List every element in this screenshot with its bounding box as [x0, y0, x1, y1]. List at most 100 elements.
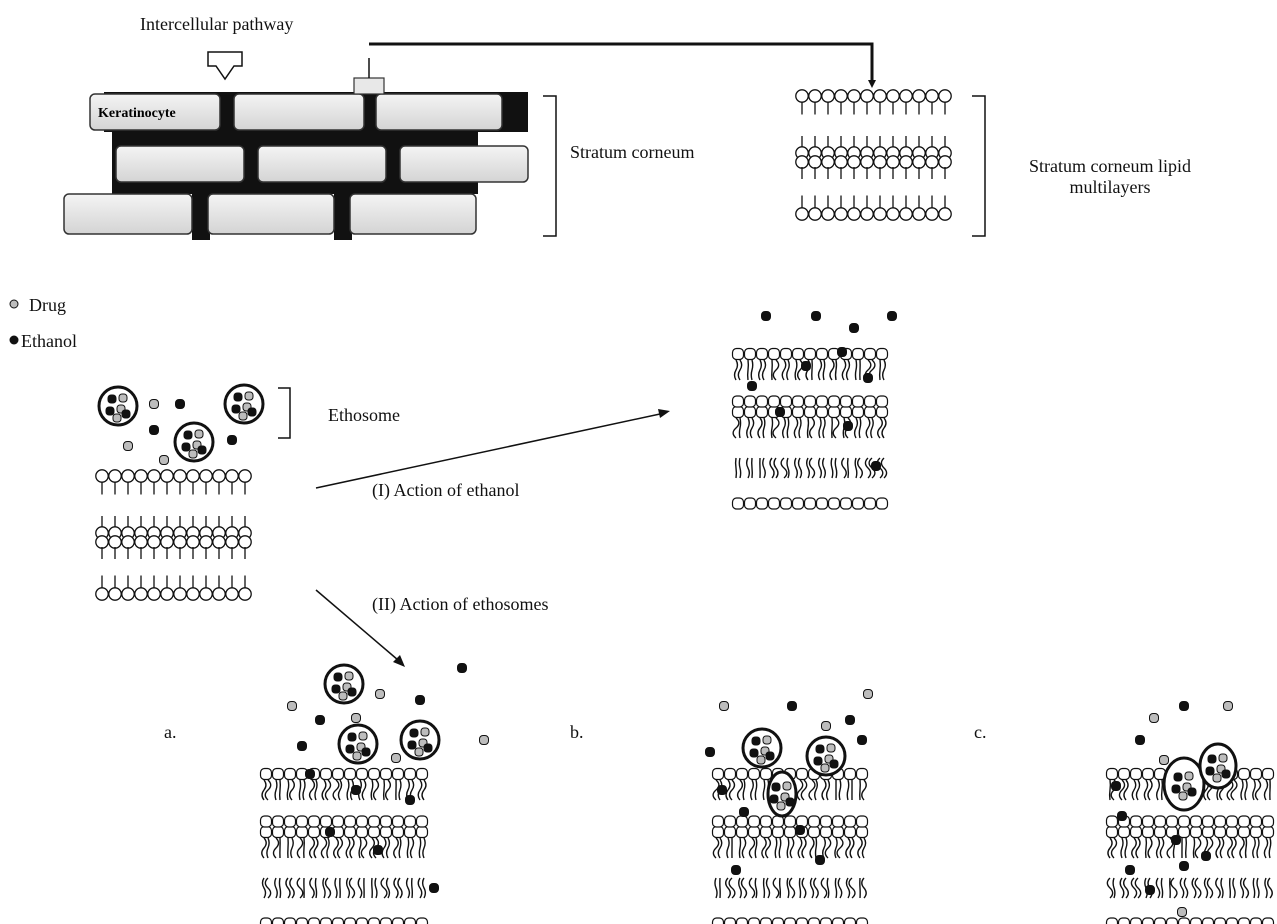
lipid-bilayer	[796, 196, 951, 221]
lipid-bilayer	[96, 470, 251, 495]
drug-particle	[480, 736, 489, 745]
ethosome-vesicle	[1200, 744, 1236, 788]
ethanol-particle	[762, 312, 771, 321]
ethanol-particle	[748, 382, 757, 391]
legend-drug-label: Drug	[29, 295, 66, 316]
drug-particle	[1224, 702, 1233, 711]
keratinocyte-label: Keratinocyte	[98, 106, 176, 121]
ethanol-legend-marker	[10, 336, 19, 345]
ethanol-particle	[732, 866, 741, 875]
ethanol-particle	[788, 702, 797, 711]
ethosome-vesicle	[99, 387, 137, 425]
lipid-multilayers-label: Stratum corneum lipid multilayers	[1010, 156, 1210, 197]
ethanol-particle	[816, 856, 825, 865]
ethanol-particle	[1172, 836, 1181, 845]
intercellular-pathway-arrow	[208, 52, 242, 79]
ethanol-particle	[416, 696, 425, 705]
ethanol-particle	[864, 374, 873, 383]
ethosome-vesicle	[1164, 758, 1204, 810]
panel-c-label: c.	[974, 722, 987, 743]
panel-b-label: b.	[570, 722, 584, 743]
ethosome-label: Ethosome	[328, 405, 400, 426]
lipid-bilayer	[796, 90, 951, 115]
ethanol-particle	[838, 348, 847, 357]
ethosome-vesicle	[339, 725, 377, 763]
ethanol-particle	[812, 312, 821, 321]
ethanol-particle	[1180, 702, 1189, 711]
ethanol-particle	[1126, 866, 1135, 875]
keratinocyte-cell	[234, 94, 364, 130]
ethosome-vesicle	[743, 729, 781, 767]
ethanol-particle	[326, 828, 335, 837]
ethosome-vesicle	[401, 721, 439, 759]
drug-particle	[864, 690, 873, 699]
lipid-multilayers-label-line2: multilayers	[1010, 177, 1210, 198]
ethanol-particle	[352, 786, 361, 795]
ethanol-particle	[796, 826, 805, 835]
ethanol-particle	[176, 400, 185, 409]
action-of-ethosomes-label: (II) Action of ethosomes	[372, 594, 548, 615]
keratinocyte-cell	[376, 94, 502, 130]
ethanol-particle	[1112, 782, 1121, 791]
ethosome-bracket	[278, 388, 290, 438]
ethanol-particle	[1136, 736, 1145, 745]
lipid-bilayer	[96, 516, 251, 559]
drug-particle	[1150, 714, 1159, 723]
drug-particle	[124, 442, 133, 451]
ethanol-particle	[298, 742, 307, 751]
ethanol-particle	[802, 362, 811, 371]
ethanol-particle	[430, 884, 439, 893]
ethanol-particle	[706, 748, 715, 757]
ethanol-particle	[374, 846, 383, 855]
ethanol-particle	[858, 736, 867, 745]
drug-particle	[288, 702, 297, 711]
keratinocyte-cell	[350, 194, 476, 234]
ethosome-vesicle	[175, 423, 213, 461]
ethanol-particle	[1202, 852, 1211, 861]
keratinocyte-cell	[208, 194, 334, 234]
ethanol-particle	[306, 770, 315, 779]
lipid-bilayer	[796, 136, 951, 179]
keratinocyte-cell	[258, 146, 386, 182]
ethanol-particle	[458, 664, 467, 673]
drug-particle	[1178, 908, 1187, 917]
stratum-corneum-wall: Keratinocyte	[64, 58, 528, 242]
disrupted-membranes	[261, 349, 1274, 924]
lipid-multilayers-label-line1: Stratum corneum lipid	[1010, 156, 1210, 177]
intercellular-pathway-label: Intercellular pathway	[140, 14, 293, 35]
ethanol-particle	[888, 312, 897, 321]
ethosome-vesicle	[768, 772, 796, 816]
drug-particle	[160, 456, 169, 465]
drug-particle	[352, 714, 361, 723]
drug-particle	[376, 690, 385, 699]
ethanol-particle	[718, 786, 727, 795]
keratinocyte-cell	[64, 194, 192, 234]
ethanol-particle	[150, 426, 159, 435]
drug-particle	[822, 722, 831, 731]
ethanol-particle	[850, 324, 859, 333]
drug-particle	[720, 702, 729, 711]
stratum-corneum-label: Stratum corneum	[570, 142, 694, 163]
drug-particle	[150, 400, 159, 409]
ethanol-particle	[776, 408, 785, 417]
lipid-bilayer	[96, 576, 251, 601]
ethosome-vesicle	[225, 385, 263, 423]
panel-a-label: a.	[164, 722, 177, 743]
disrupted-membrane	[261, 769, 428, 924]
ethanol-particle	[844, 422, 853, 431]
drug-particle	[1160, 756, 1169, 765]
ethanol-particle	[406, 796, 415, 805]
stratum-corneum-bracket	[543, 96, 556, 236]
keratinocyte-cell	[400, 146, 528, 182]
legend-ethanol-label: Ethanol	[21, 331, 77, 352]
drug-particle	[392, 754, 401, 763]
ethanol-particle	[1180, 862, 1189, 871]
ethanol-particle	[872, 462, 881, 471]
zoom-connector-line	[369, 44, 872, 82]
drug-legend-marker	[10, 300, 18, 308]
ethosome-vesicle	[807, 737, 845, 775]
disrupted-membrane	[733, 349, 888, 510]
action-of-ethanol-label: (I) Action of ethanol	[372, 480, 519, 501]
ethanol-particle	[1146, 886, 1155, 895]
